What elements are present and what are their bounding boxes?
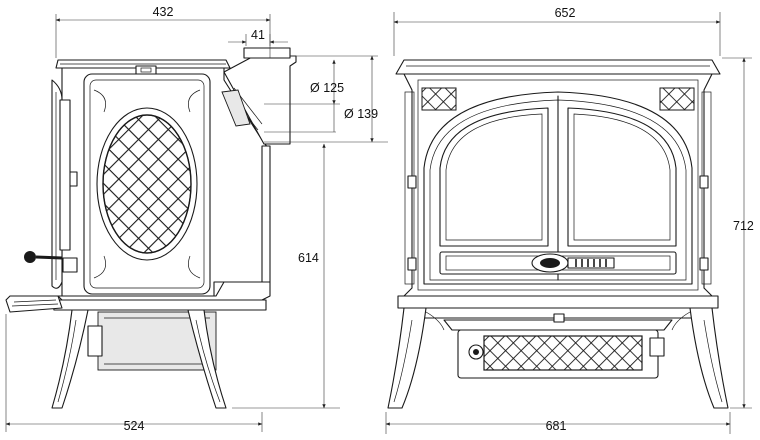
front-dim-base: 681 [385, 412, 731, 434]
front-legs [387, 307, 729, 409]
side-dim-top: 432 [55, 5, 271, 58]
dim-label-side-base-width: 524 [124, 419, 145, 433]
dim-label-side-top-width: 432 [153, 5, 174, 19]
dim-label-flue-inner: Ø 125 [310, 81, 344, 95]
dim-label-front-base-width: 681 [546, 419, 567, 433]
dim-label-flue-outer: Ø 139 [344, 107, 378, 121]
dim-label-front-top-width: 652 [555, 6, 576, 20]
front-dim-top: 652 [393, 6, 721, 56]
front-top-plate [395, 59, 721, 75]
side-legs [51, 309, 227, 409]
front-dim-height: 712 [722, 57, 754, 409]
side-flue-collar [221, 47, 297, 145]
dim-label-flue-offset: 41 [251, 28, 265, 42]
side-back-panel [261, 145, 271, 283]
side-dim-flue-offset: 41 [228, 28, 288, 46]
dim-label-flue-height: 614 [298, 251, 319, 265]
front-view: 652 712 681 [385, 6, 754, 434]
side-dim-flue-diameters: Ø 125 Ø 139 [264, 55, 388, 143]
front-door [423, 91, 693, 285]
side-air-control-knob [24, 251, 63, 263]
front-door-handle [531, 253, 615, 273]
front-corner-lattice [421, 87, 695, 111]
side-oval-window [96, 107, 198, 261]
front-base [397, 295, 719, 379]
dim-label-front-height: 712 [733, 219, 754, 233]
side-front-edge [51, 79, 78, 289]
side-view: 432 41 Ø 125 Ø 139 614 [5, 5, 388, 433]
side-dim-base: 524 [5, 314, 263, 433]
side-dim-flue-height: 614 [232, 143, 340, 409]
